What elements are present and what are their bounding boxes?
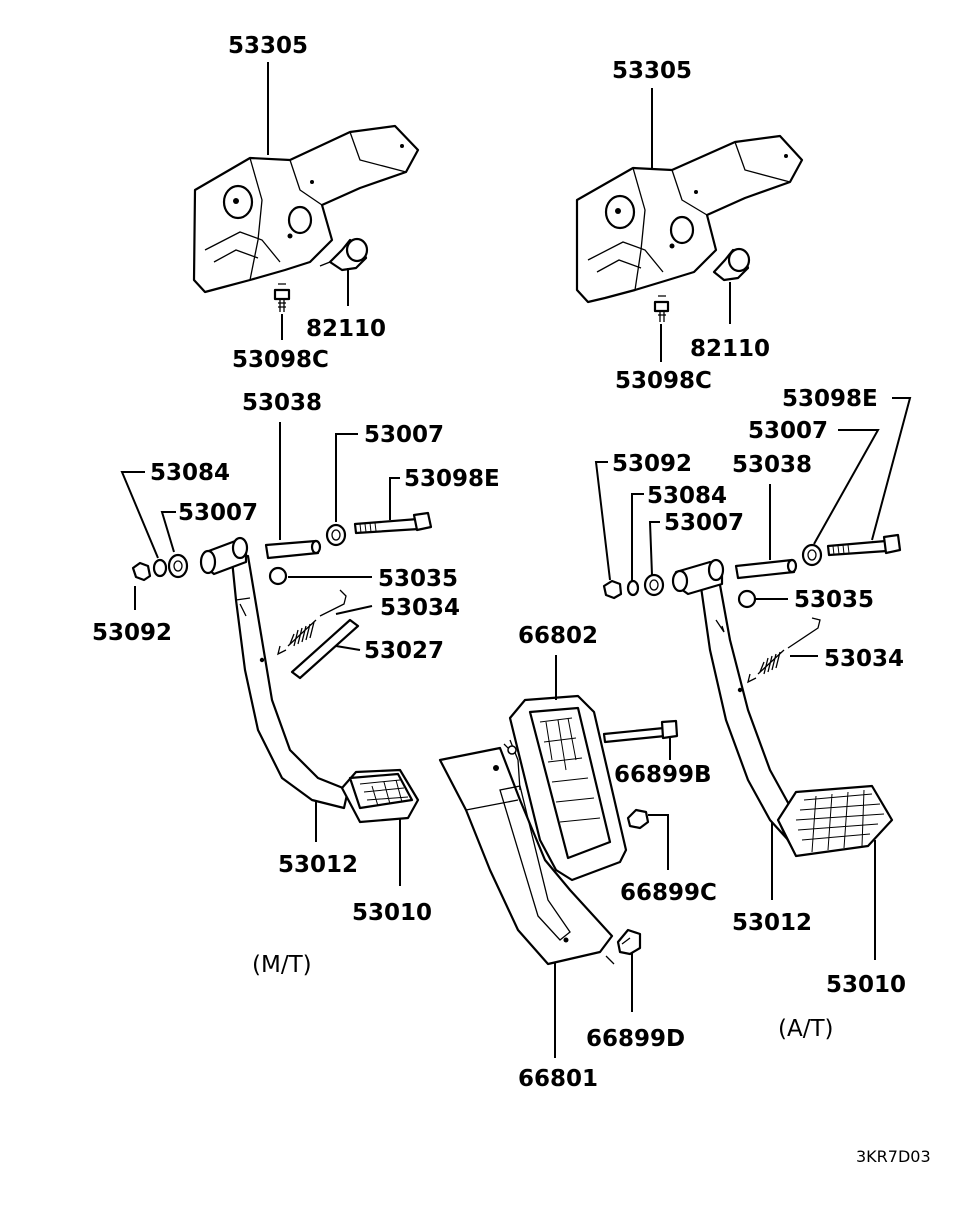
at-stopper (737, 589, 757, 609)
label-mt-bushing-left: 53007 (178, 500, 258, 526)
label-at-bolt: 53098E (782, 386, 878, 412)
label-mt-pedal-pad: 53010 (352, 900, 432, 926)
label-mt-bolt: 53098E (404, 466, 500, 492)
variant-label-manual: (M/T) (252, 952, 312, 978)
label-mt-stop-lamp-switch: 82110 (306, 316, 386, 342)
at-pedal-bracket (575, 134, 804, 304)
label-mt-rod: 53027 (364, 638, 444, 664)
label-at-pedal-arm: 53012 (732, 910, 812, 936)
label-at-bushing-left: 53007 (664, 510, 744, 536)
at-bushing-left (643, 573, 665, 597)
label-at-spring: 53034 (824, 646, 904, 672)
at-bracket-bolt (653, 295, 670, 322)
label-mt-spring: 53034 (380, 595, 460, 621)
at-bolt (826, 533, 902, 557)
mt-pedal-bracket (192, 124, 420, 294)
label-mt-bracket: 53305 (228, 33, 308, 59)
mt-nut (131, 561, 152, 582)
accel-bolt-d (605, 928, 642, 965)
mt-pedal-boss (199, 536, 249, 576)
label-mt-stopper: 53035 (378, 566, 458, 592)
label-accel-bolt-c: 66899C (620, 880, 717, 906)
diagram-code: 3KR7D03 (856, 1147, 931, 1166)
at-washer (626, 579, 640, 597)
accel-bolt-b (602, 719, 679, 744)
at-pedal-pad (776, 784, 894, 858)
mt-bushing-left (167, 553, 189, 579)
mt-washer (152, 558, 168, 578)
label-mt-washer: 53084 (150, 460, 230, 486)
label-at-shaft: 53038 (732, 452, 812, 478)
label-mt-nut: 53092 (92, 620, 172, 646)
mt-bushing-right (325, 523, 347, 547)
at-stop-lamp-switch (712, 247, 751, 282)
label-at-bracket-bolt: 53098C (615, 368, 712, 394)
at-pedal-boss (671, 558, 725, 596)
label-at-pedal-pad: 53010 (826, 972, 906, 998)
accel-bolt-c (626, 808, 650, 830)
mt-shaft (264, 539, 322, 560)
mt-pedal-arm (230, 554, 350, 810)
at-shaft (734, 558, 798, 580)
label-accel-bracket: 66801 (518, 1066, 598, 1092)
label-at-nut: 53092 (612, 451, 692, 477)
at-nut (602, 579, 623, 600)
mt-stop-lamp-switch (319, 237, 369, 272)
label-at-stop-lamp-switch: 82110 (690, 336, 770, 362)
label-accel-bolt-d: 66899D (586, 1026, 685, 1052)
mt-pedal-pad (340, 768, 420, 824)
at-bushing-right (801, 543, 823, 567)
at-return-spring (747, 617, 821, 684)
mt-rod (290, 618, 360, 680)
label-mt-bushing-right: 53007 (364, 422, 444, 448)
label-mt-shaft: 53038 (242, 390, 322, 416)
mt-bolt (353, 511, 433, 535)
mt-return-spring (277, 589, 347, 656)
label-accel-pedal: 66802 (518, 623, 598, 649)
label-accel-bolt-b: 66899B (614, 762, 712, 788)
mt-bracket-bolt (273, 283, 291, 312)
leader-lines (120, 62, 912, 1058)
label-at-stopper: 53035 (794, 587, 874, 613)
label-mt-bracket-bolt: 53098C (232, 347, 329, 373)
label-at-bushing-right: 53007 (748, 418, 828, 444)
variant-label-automatic: (A/T) (778, 1016, 833, 1042)
label-at-bracket: 53305 (612, 58, 692, 84)
part-labels: 53305 82110 53098C 53305 82110 53098C 53… (92, 33, 931, 1166)
label-mt-pedal-arm: 53012 (278, 852, 358, 878)
label-at-washer: 53084 (647, 483, 727, 509)
accel-pedal (503, 694, 628, 882)
mt-stopper (268, 566, 288, 586)
